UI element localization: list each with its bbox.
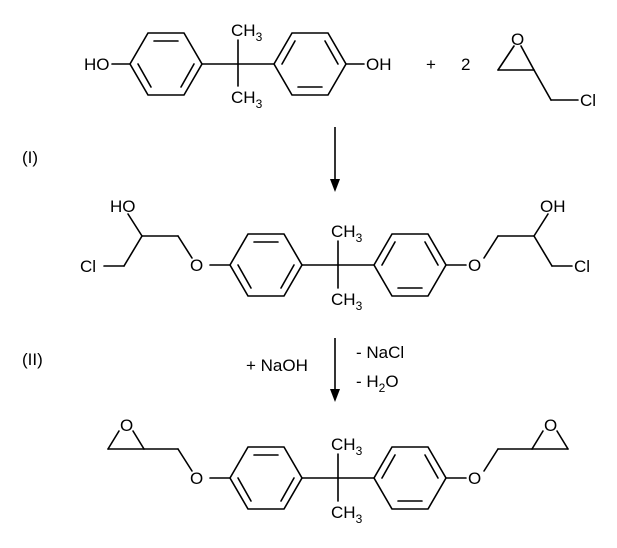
chlorohydrin-intermediate-structure: HO OH Cl Cl O O CH3 CH3 [80, 197, 590, 313]
hydroxyl-label: HO [110, 197, 136, 216]
ether-oxygen-label: O [190, 469, 203, 488]
methyl-label: CH3 [331, 222, 363, 245]
reaction-arrow [330, 127, 340, 192]
diglycidyl-ether-product-structure: O O O O CH3 CH3 [107, 416, 569, 526]
hydroxyl-label: OH [540, 197, 566, 216]
epoxide-oxygen-label: O [120, 416, 133, 435]
epoxide-oxygen-label: O [544, 416, 557, 435]
chlorine-label: Cl [580, 91, 596, 110]
bisphenol-a-structure: HO OH CH3 CH3 [84, 21, 392, 111]
methyl-label: CH3 [331, 290, 363, 313]
step-label: (I) [22, 148, 38, 167]
methyl-label: CH3 [231, 88, 263, 111]
byproduct-label: - NaCl [356, 343, 404, 362]
byproduct-label: - H2O [356, 372, 399, 395]
ether-oxygen-label: O [468, 256, 481, 275]
benzene-ring-right [273, 32, 347, 96]
methyl-label: CH3 [231, 21, 263, 44]
benzene-ring-right [373, 233, 447, 297]
ether-oxygen-label: O [190, 256, 203, 275]
benzene-ring-left [129, 32, 203, 96]
epichlorohydrin-structure: O Cl [497, 30, 596, 110]
ether-oxygen-label: O [468, 469, 481, 488]
step-label: (II) [22, 350, 43, 369]
stoichiometric-coefficient: 2 [461, 55, 470, 74]
plus-sign: + [426, 55, 436, 74]
methyl-label: CH3 [331, 435, 363, 458]
benzene-ring-left [229, 446, 303, 510]
chlorine-label: Cl [574, 257, 590, 276]
benzene-ring-left [229, 233, 303, 297]
hydroxyl-label: HO [84, 55, 110, 74]
hydroxyl-label: OH [366, 55, 392, 74]
benzene-ring-right [373, 446, 447, 510]
methyl-label: CH3 [331, 503, 363, 526]
reaction-arrow [330, 338, 340, 402]
reagent-label: + NaOH [246, 356, 308, 375]
chlorine-label: Cl [80, 257, 96, 276]
oxygen-label: O [511, 30, 524, 49]
